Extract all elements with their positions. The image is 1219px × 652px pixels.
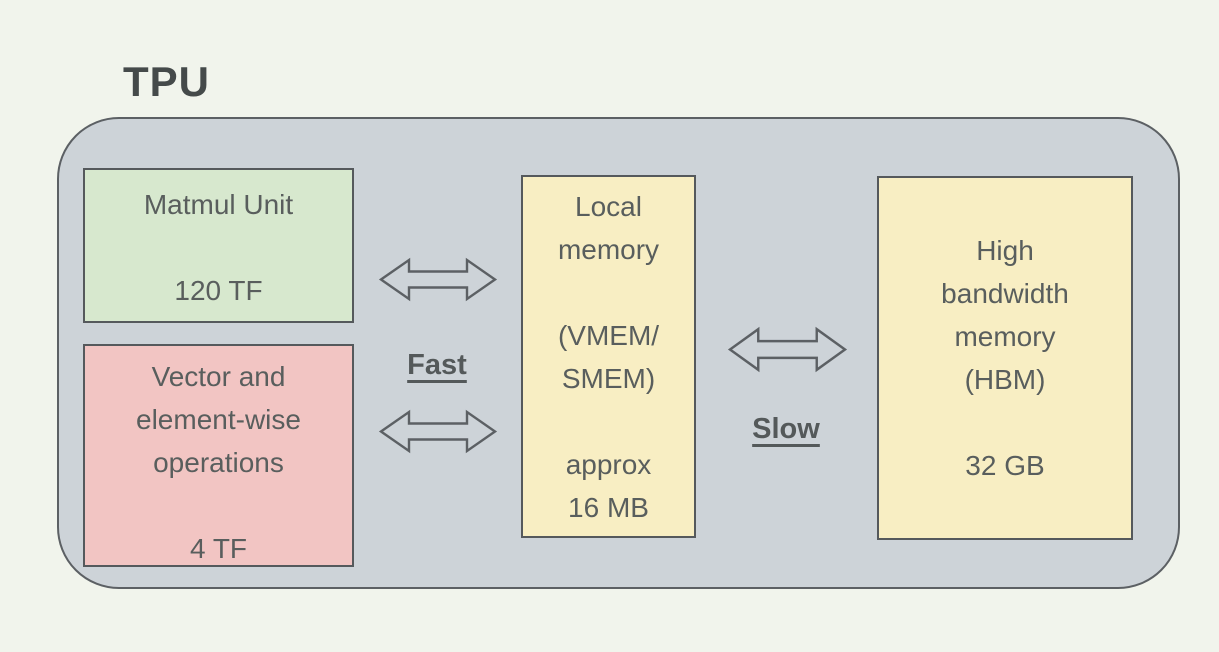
vector-unit-box: Vector and element-wise operations 4 TF <box>83 344 354 567</box>
hbm-title-line: (HBM) <box>964 364 1046 395</box>
local-memory-title-line: Local <box>575 191 642 222</box>
matmul-unit-value: 120 TF <box>174 275 263 306</box>
bidirectional-arrow-icon <box>378 256 498 303</box>
local-memory-value-line: approx <box>565 449 652 480</box>
vector-unit-title-line: operations <box>153 447 284 478</box>
vector-unit-title-line: Vector and <box>151 361 286 392</box>
hbm-value: 32 GB <box>965 450 1045 481</box>
hbm-title-line: memory <box>954 321 1056 352</box>
local-memory-title-line: memory <box>557 234 660 265</box>
fast-label: Fast <box>407 349 467 381</box>
hbm-title-line: High <box>976 235 1034 266</box>
slow-label: Slow <box>752 413 820 445</box>
hbm-box: High bandwidth memory (HBM) 32 GB <box>877 176 1133 540</box>
local-memory-value-line: 16 MB <box>568 492 649 523</box>
vector-unit-value: 4 TF <box>189 533 248 564</box>
local-memory-box: Local memory (VMEM/ SMEM) approx 16 MB <box>521 175 696 538</box>
local-memory-subtitle-line: SMEM) <box>561 363 656 394</box>
vector-unit-title-line: element-wise <box>136 404 301 435</box>
page-title: TPU <box>123 58 210 105</box>
local-memory-subtitle-line: (VMEM/ <box>557 320 660 351</box>
bidirectional-arrow-icon <box>727 325 848 374</box>
hbm-title-line: bandwidth <box>941 278 1069 309</box>
bidirectional-arrow-icon <box>378 408 498 455</box>
matmul-unit-box: Matmul Unit 120 TF <box>83 168 354 323</box>
matmul-unit-title: Matmul Unit <box>143 189 294 220</box>
